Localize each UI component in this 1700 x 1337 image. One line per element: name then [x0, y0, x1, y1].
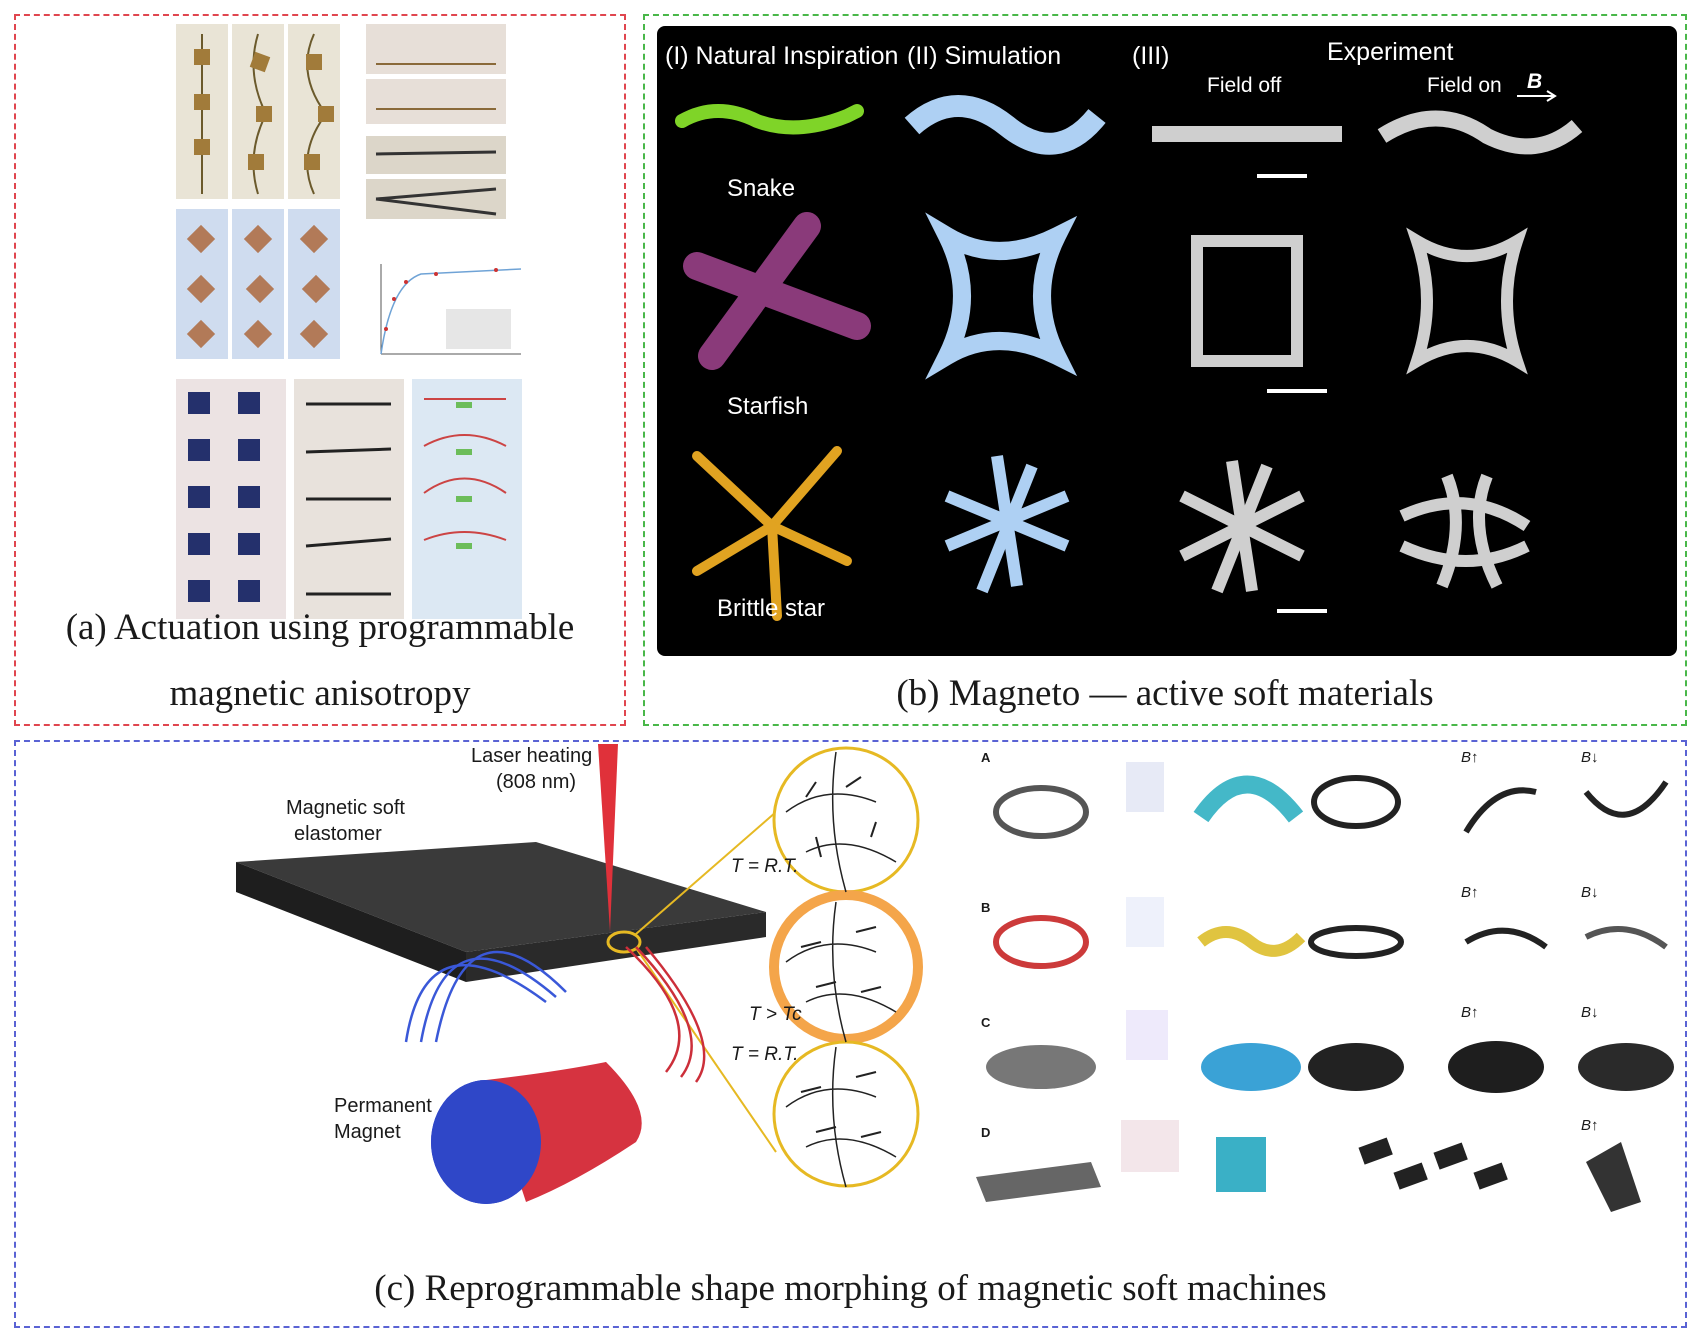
- domain-circle-heated: [769, 890, 923, 1044]
- brittle-star-field-off: [1179, 460, 1305, 594]
- header-natural-inspiration: (I) Natural Inspiration: [665, 42, 898, 70]
- diamond-chain-photos: [176, 209, 340, 359]
- row-label-a: A: [981, 750, 991, 765]
- field-arrow-icon: [1517, 90, 1557, 102]
- panel-c: Laser heating (808 nm) Magnetic soft ela…: [14, 740, 1687, 1328]
- starfish-field-on: [1406, 227, 1528, 375]
- field-up-label-d: B↑: [1581, 1117, 1599, 1134]
- elastomer-slab: [236, 842, 766, 952]
- domain-arrows: [800, 776, 882, 1138]
- header-simulation: (II) Simulation: [907, 42, 1061, 70]
- label-starfish: Starfish: [727, 393, 808, 420]
- brittle-star-simulation: [944, 455, 1070, 594]
- panel-a-caption-line2: magnetic anisotropy: [169, 673, 471, 714]
- elastomer-label-2: elastomer: [294, 823, 382, 845]
- label-field-symbol: B: [1527, 70, 1542, 93]
- field-up-label-c: B↑: [1461, 1004, 1479, 1021]
- starfish-simulation: [925, 212, 1078, 380]
- field-down-label-c: B↓: [1581, 1004, 1599, 1021]
- temperature-label-1: T = R.T.: [731, 856, 798, 877]
- snake-image: [675, 104, 864, 135]
- brittle-star-field-on: [1399, 473, 1531, 589]
- header-experiment: Experiment: [1327, 38, 1453, 66]
- snake-field-on: [1377, 110, 1583, 155]
- snake-simulation: [904, 95, 1106, 155]
- label-snake: Snake: [727, 175, 795, 202]
- panel-c-caption: (c) Reprogrammable shape morphing of mag…: [374, 1268, 1327, 1309]
- field-lines: [404, 946, 706, 1083]
- row-label-c: C: [981, 1015, 991, 1030]
- starfish-image: [683, 212, 871, 370]
- anisotropy-strip-photos: [176, 24, 340, 199]
- magnet-label-1: Permanent: [334, 1095, 432, 1117]
- laser-label-2: (808 nm): [496, 771, 576, 793]
- panel-b-figure: (I) Natural Inspiration (II) Simulation …: [665, 38, 1583, 622]
- temperature-label-2: T > Tc: [749, 1004, 802, 1025]
- panel-a: (a) Actuation using programmable magneti…: [14, 14, 626, 726]
- row-label-d: D: [981, 1125, 990, 1140]
- field-up-label-b: B↑: [1461, 884, 1479, 901]
- row-label-b: B: [981, 900, 990, 915]
- snake-field-off: [1152, 126, 1342, 142]
- label-field-off: Field off: [1207, 74, 1281, 97]
- starfish-field-off: [1191, 235, 1303, 367]
- panel-c-figure: Laser heating (808 nm) Magnetic soft ela…: [236, 744, 1674, 1212]
- laser-beam: [598, 744, 618, 932]
- panel-a-figure: [176, 24, 522, 619]
- shape-morphing-grid: A B C D B↑ B↓ B↑ B↓: [976, 749, 1674, 1212]
- label-field-on: Field on: [1427, 74, 1502, 97]
- field-down-label-a: B↓: [1581, 749, 1599, 766]
- magnet-label-2: Magnet: [334, 1121, 401, 1143]
- label-brittle-star: Brittle star: [717, 595, 825, 622]
- header-experiment-number: (III): [1132, 42, 1170, 70]
- elastomer-label-1: Magnetic soft: [286, 797, 405, 819]
- temperature-label-3: T = R.T.: [731, 1044, 798, 1065]
- arrow-strip-photos: [366, 24, 506, 219]
- field-down-label-b: B↓: [1581, 884, 1599, 901]
- brittle-star-image: [692, 446, 852, 621]
- laser-label-1: Laser heating: [471, 745, 592, 767]
- panel-b: (I) Natural Inspiration (II) Simulation …: [643, 14, 1687, 726]
- permanent-magnet: [431, 1062, 642, 1204]
- panel-b-caption: (b) Magneto — active soft materials: [896, 673, 1434, 714]
- field-up-label-a: B↑: [1461, 749, 1479, 766]
- heated-spot: [606, 930, 642, 954]
- panel-a-caption-line1: (a) Actuation using programmable: [65, 607, 575, 648]
- bottom-actuation-photos: [176, 379, 522, 619]
- deflection-plot: [380, 264, 522, 355]
